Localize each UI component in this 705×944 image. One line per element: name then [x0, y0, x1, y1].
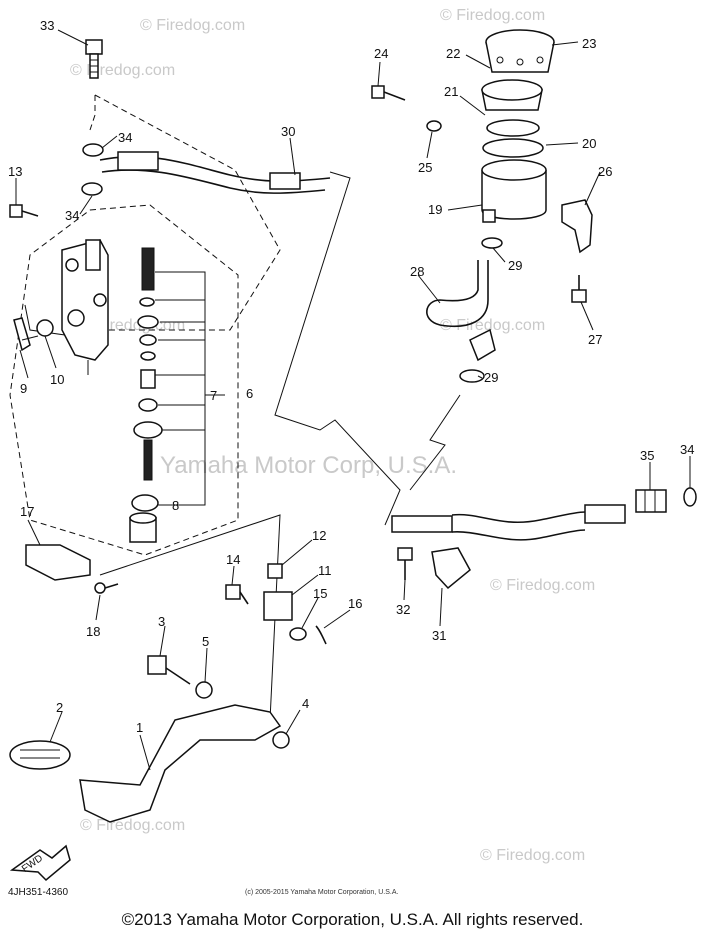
- callout-14: 14: [226, 552, 240, 567]
- part-4-washer: [272, 731, 290, 749]
- callout-29: 29: [484, 370, 498, 385]
- callout-11: 11: [318, 563, 332, 578]
- callout-21: 21: [444, 84, 458, 99]
- fwd-arrow-icon: FWD: [9, 844, 71, 882]
- part-9-pin: [13, 317, 39, 352]
- part-brake-line: [391, 504, 626, 541]
- callout-25: 25: [418, 160, 432, 175]
- callout-2: 2: [56, 700, 63, 715]
- callout-15: 15: [313, 586, 327, 601]
- footer-copyright: ©2013 Yamaha Motor Corporation, U.S.A. A…: [121, 910, 584, 929]
- part-1-brake-pedal: [79, 704, 282, 823]
- part-26-bracket: [561, 199, 593, 254]
- part-24-bolt: [371, 85, 406, 101]
- callout-34: 34: [65, 208, 79, 223]
- callout-34: 34: [680, 442, 694, 457]
- part-34-washer: [683, 487, 697, 507]
- callout-22: 22: [446, 46, 460, 61]
- callout-3: 3: [158, 614, 165, 629]
- master-cylinder-body: [61, 239, 109, 375]
- part-17-bracket: [25, 544, 91, 581]
- watermark-firedog: © Firedog.com: [440, 317, 545, 334]
- callout-32: 32: [396, 602, 410, 617]
- part-11-clevis: [263, 591, 293, 621]
- callout-labels: 33 34 34 13 9 10 7 6 8 17 18 14 12 11 15…: [8, 18, 694, 735]
- callout-17: 17: [20, 504, 34, 519]
- part-15-washer: [289, 627, 307, 641]
- watermark-firedog: © Firedog.com: [80, 817, 185, 834]
- callout-20: 20: [582, 136, 596, 151]
- small-copyright: (c) 2005-2015 Yamaha Motor Corporation, …: [245, 889, 399, 896]
- watermark-firedog: © Firedog.com: [440, 7, 545, 24]
- part-29-clip: [481, 237, 503, 249]
- reservoir-assembly: [426, 29, 555, 223]
- callout-30: 30: [281, 124, 295, 139]
- part-7-piston-kit: [129, 247, 163, 543]
- callout-28: 28: [410, 264, 424, 279]
- callout-5: 5: [202, 634, 209, 649]
- part-28-hose: [426, 260, 489, 327]
- part-2-foot-peg: [9, 740, 71, 770]
- callout-31: 31: [432, 628, 446, 643]
- callout-16: 16: [348, 596, 362, 611]
- callout-34: 34: [118, 130, 132, 145]
- callout-13: 13: [8, 164, 22, 179]
- part-3-bolt: [147, 655, 191, 685]
- part-18-screw-shank: [104, 583, 119, 589]
- part-16-cotter-pin: [315, 625, 327, 645]
- diagram-code: 4JH351-4360: [8, 887, 69, 898]
- callout-12: 12: [312, 528, 326, 543]
- callout-27: 27: [588, 332, 602, 347]
- part-18-screw: [94, 582, 106, 594]
- leader-lines: [15, 29, 691, 771]
- bracket-7: [155, 271, 225, 506]
- callout-33: 33: [40, 18, 54, 33]
- part-34-washer: [81, 182, 103, 196]
- callout-10: 10: [50, 372, 64, 387]
- part-32-bolt: [397, 547, 413, 580]
- part-35-union: [635, 489, 667, 513]
- callout-26: 26: [598, 164, 612, 179]
- callout-18: 18: [86, 624, 100, 639]
- hose-end: [469, 328, 496, 362]
- callout-35: 35: [640, 448, 654, 463]
- part-33-bolt: [85, 39, 103, 79]
- callout-19: 19: [428, 202, 442, 217]
- part-27-screw: [571, 275, 587, 303]
- part-30-hose: [99, 151, 331, 194]
- callout-1: 1: [136, 720, 143, 735]
- callout-4: 4: [302, 696, 309, 711]
- part-12-nut: [267, 563, 283, 579]
- part-31-clamp: [431, 547, 471, 590]
- callout-7: 7: [210, 388, 217, 403]
- watermark-firedog: © Firedog.com: [480, 847, 585, 864]
- part-10-nut: [36, 319, 54, 337]
- part-5-washer: [195, 681, 213, 699]
- watermark-firedog: © Firedog.com: [70, 62, 175, 79]
- watermark-firedog: © Firedog.com: [490, 577, 595, 594]
- part-14-pin: [225, 584, 249, 605]
- callout-6: 6: [246, 386, 253, 401]
- callout-24: 24: [374, 46, 388, 61]
- part-13-bolt: [9, 204, 39, 218]
- watermark-yamaha: Yamaha Motor Corp, U.S.A.: [160, 452, 457, 479]
- callout-23: 23: [582, 36, 596, 51]
- callout-29: 29: [508, 258, 522, 273]
- watermark-firedog: © Firedog.com: [140, 17, 245, 34]
- callout-8: 8: [172, 498, 179, 513]
- part-29-clip: [459, 369, 485, 383]
- callout-9: 9: [20, 381, 27, 396]
- part-34-washer: [82, 143, 104, 157]
